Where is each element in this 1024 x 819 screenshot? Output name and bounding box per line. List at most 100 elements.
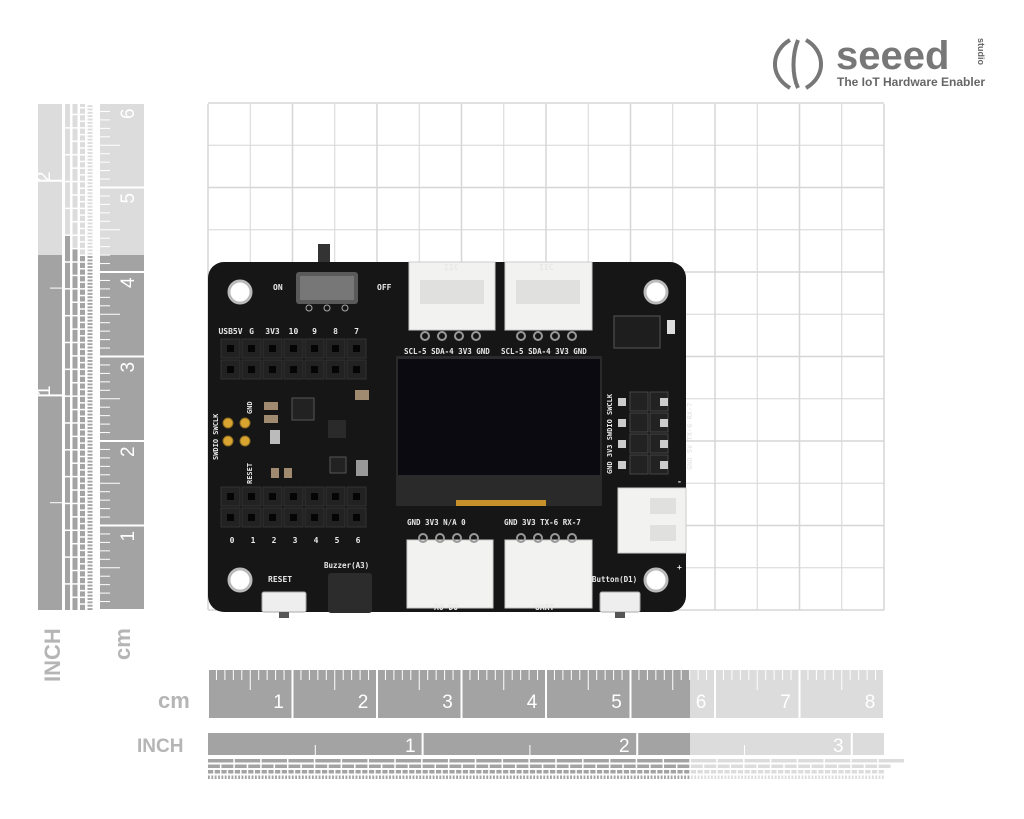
inch-subdivision xyxy=(87,185,93,188)
inch-subdivision xyxy=(590,770,596,774)
inch-subdivision xyxy=(80,396,85,403)
mounting-hole xyxy=(643,567,669,593)
uart-connector[interactable] xyxy=(504,533,593,609)
inch-subdivision xyxy=(80,504,85,510)
seeed-logo: seeed studio The IoT Hardware Enabler xyxy=(773,34,986,90)
inch-subdivision xyxy=(208,775,210,779)
inch-subdivision xyxy=(566,775,569,779)
inch-subdivision xyxy=(87,108,93,111)
inch-subdivision xyxy=(717,759,743,763)
inch-subdivision xyxy=(724,775,727,779)
inch-subdivision xyxy=(449,764,462,768)
inch-subdivision xyxy=(660,775,663,779)
inch-subdivision xyxy=(362,770,368,774)
inch-subdivision xyxy=(328,770,334,774)
inch-subdivision xyxy=(234,764,247,768)
inch-subdivision xyxy=(87,249,93,252)
inch-subdivision xyxy=(72,584,78,597)
inch-subdivision xyxy=(550,775,552,779)
inch-subdivision xyxy=(489,775,492,779)
header-pin xyxy=(629,412,649,433)
iic-connector-left[interactable] xyxy=(408,261,496,341)
inch-subdivision xyxy=(342,759,368,763)
inch-subdivision xyxy=(208,770,214,774)
inch-subdivision xyxy=(573,775,576,779)
inch-subdivision xyxy=(231,775,234,779)
inch-subdivision xyxy=(72,222,78,235)
inch-subdivision xyxy=(87,366,93,369)
inch-subdivision xyxy=(315,764,328,768)
user-button[interactable] xyxy=(599,591,641,618)
iic-connector-right[interactable] xyxy=(504,261,593,341)
inch-subdivision xyxy=(496,775,499,779)
inch-subdivision xyxy=(422,764,435,768)
inch-subdivision xyxy=(690,759,717,763)
inch-subdivision xyxy=(664,770,670,774)
inch-subdivision xyxy=(291,775,294,779)
inch-subdivision xyxy=(771,775,774,779)
inch-subdivision xyxy=(87,497,93,500)
inch-subdivision xyxy=(368,764,381,768)
inch-subdivision xyxy=(439,775,442,779)
inch-subdivision xyxy=(409,770,415,774)
h-inch-1: 1 xyxy=(405,736,416,757)
h-cm-number: 2 xyxy=(358,692,369,713)
inch-subdivision xyxy=(734,775,737,779)
adc-connector[interactable] xyxy=(406,533,494,609)
inch-subdivision xyxy=(757,770,764,774)
reset-button[interactable] xyxy=(261,591,307,618)
inch-subdivision xyxy=(543,775,546,779)
inch-subdivision xyxy=(87,111,93,114)
inch-subdivision xyxy=(87,323,93,325)
inch-subdivision xyxy=(811,764,824,768)
inch-subdivision xyxy=(87,487,93,490)
inch-subdivision xyxy=(610,764,623,768)
inch-subdivision xyxy=(301,775,304,779)
inch-subdivision xyxy=(80,249,85,255)
inch-subdivision xyxy=(456,775,458,779)
top-header-label: G xyxy=(249,327,254,336)
inch-subdivision xyxy=(87,175,93,178)
inch-subdivision xyxy=(771,759,797,763)
inch-subdivision xyxy=(87,209,93,211)
header-hole xyxy=(269,345,276,352)
inch-subdivision xyxy=(784,764,797,768)
inch-subdivision xyxy=(845,770,851,774)
oled-display xyxy=(396,356,602,506)
inch-subdivision xyxy=(87,182,93,185)
inch-subdivision xyxy=(87,266,93,268)
inch-subdivision xyxy=(80,457,85,463)
inch-subdivision xyxy=(533,775,536,779)
inch-subdivision xyxy=(87,259,93,262)
inch-subdivision xyxy=(80,128,85,134)
pad xyxy=(660,398,668,406)
inch-subdivision xyxy=(87,145,93,148)
inch-subdivision xyxy=(670,770,676,774)
inch-subdivision xyxy=(583,775,586,779)
inch-subdivision xyxy=(87,376,93,379)
inch-subdivision xyxy=(234,770,241,774)
inch-subdivision xyxy=(65,235,70,262)
inch-subdivision xyxy=(392,775,395,779)
header-hole xyxy=(227,493,234,500)
inch-subdivision xyxy=(65,423,70,450)
inch-subdivision xyxy=(409,775,412,779)
inch-subdivision xyxy=(757,764,770,768)
inch-subdivision xyxy=(87,205,93,208)
inch-subdivision xyxy=(87,581,93,584)
inch-subdivision xyxy=(208,759,234,763)
battery-connector[interactable] xyxy=(617,487,687,554)
inch-subdivision xyxy=(65,155,70,181)
inch-subdivision xyxy=(87,534,93,537)
switch-on-label: ON xyxy=(273,283,283,292)
mounting-hole xyxy=(643,279,669,305)
bottom-header-label: 3 xyxy=(293,536,298,545)
inch-subdivision xyxy=(368,759,395,763)
inch-subdivision xyxy=(87,430,93,433)
inch-subdivision xyxy=(241,770,247,774)
inch-subdivision xyxy=(422,770,428,774)
power-switch[interactable] xyxy=(296,272,358,312)
inch-subdivision xyxy=(80,551,85,557)
v-cm-number: 5 xyxy=(118,193,139,204)
inch-subdivision xyxy=(248,770,254,774)
